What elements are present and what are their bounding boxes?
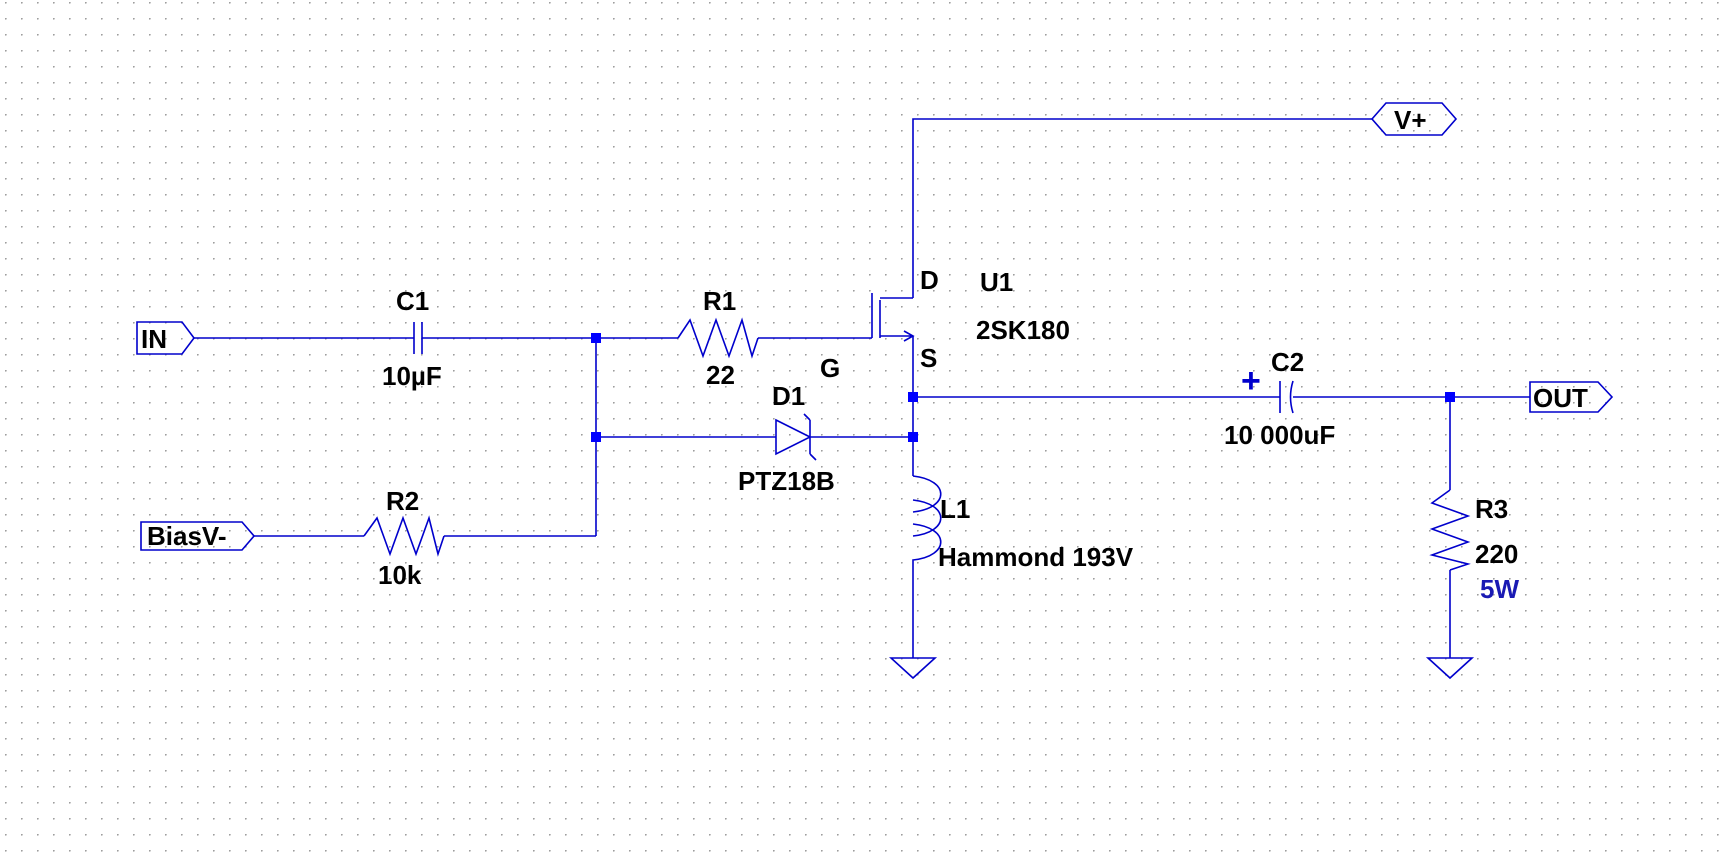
port-in[interactable]: IN bbox=[136, 321, 195, 355]
transistor-u1[interactable]: U1 2SK180 D G S bbox=[820, 265, 1070, 383]
resistor-r1-ref: R1 bbox=[703, 286, 736, 316]
capacitor-c2[interactable]: + C2 10 000uF bbox=[1224, 347, 1335, 450]
junction-node bbox=[908, 432, 918, 442]
port-bias[interactable]: BiasV- bbox=[140, 521, 256, 551]
transistor-u1-ref: U1 bbox=[980, 267, 1013, 297]
resistor-r2-symbol bbox=[363, 515, 445, 557]
inductor-l1-ref: L1 bbox=[940, 494, 970, 524]
junction-node bbox=[591, 333, 601, 343]
ground-icon bbox=[888, 657, 938, 680]
inductor-l1-symbol bbox=[912, 475, 942, 572]
port-in-label: IN bbox=[141, 324, 167, 354]
capacitor-c1-symbol bbox=[413, 322, 423, 354]
port-bias-label: BiasV- bbox=[147, 521, 227, 551]
resistor-r3[interactable]: R3 220 5W bbox=[1429, 489, 1519, 604]
capacitor-c2-symbol bbox=[1279, 380, 1294, 414]
capacitor-c1-value: 10µF bbox=[382, 361, 442, 391]
resistor-r3-ref: R3 bbox=[1475, 494, 1508, 524]
resistor-r1-symbol bbox=[677, 317, 759, 359]
resistor-r2[interactable]: R2 10k bbox=[363, 486, 445, 590]
inductor-l1[interactable]: L1 Hammond 193V bbox=[912, 475, 1134, 572]
capacitor-c1[interactable]: C1 10µF bbox=[382, 286, 442, 391]
resistor-r1-value: 22 bbox=[706, 360, 735, 390]
ground-l1[interactable] bbox=[888, 657, 938, 680]
wires bbox=[194, 118, 1530, 658]
inductor-l1-value: Hammond 193V bbox=[938, 542, 1134, 572]
transistor-u1-pin-g: G bbox=[820, 353, 840, 383]
zener-diode-d1-symbol bbox=[775, 413, 817, 461]
zener-diode-d1-ref: D1 bbox=[772, 381, 805, 411]
port-out[interactable]: OUT bbox=[1529, 381, 1614, 413]
junction-node bbox=[908, 392, 918, 402]
port-in-symbol bbox=[136, 321, 195, 355]
capacitor-c2-ref: C2 bbox=[1271, 347, 1304, 377]
junctions bbox=[591, 333, 1455, 442]
transistor-u1-symbol bbox=[871, 293, 915, 342]
wire-drain-to-vplus[interactable] bbox=[912, 118, 1372, 298]
transistor-u1-value: 2SK180 bbox=[976, 315, 1070, 345]
ground-r3[interactable] bbox=[1425, 657, 1475, 680]
port-out-label: OUT bbox=[1533, 383, 1588, 413]
transistor-u1-pin-s: S bbox=[920, 343, 937, 373]
resistor-r1[interactable]: R1 22 bbox=[677, 286, 759, 390]
port-vplus[interactable]: V+ bbox=[1370, 102, 1458, 136]
capacitor-c2-polarity: + bbox=[1241, 362, 1261, 400]
capacitor-c2-value: 10 000uF bbox=[1224, 420, 1335, 450]
resistor-r2-value: 10k bbox=[378, 560, 422, 590]
resistor-r3-power: 5W bbox=[1480, 574, 1519, 604]
port-vplus-label: V+ bbox=[1394, 105, 1427, 135]
port-vplus-symbol bbox=[1370, 102, 1458, 136]
zener-diode-d1[interactable]: D1 PTZ18B bbox=[738, 381, 835, 496]
transistor-u1-pin-d: D bbox=[920, 265, 939, 295]
resistor-r3-value: 220 bbox=[1475, 539, 1518, 569]
port-out-symbol bbox=[1529, 381, 1614, 413]
junction-node bbox=[1445, 392, 1455, 402]
capacitor-c1-ref: C1 bbox=[396, 286, 429, 316]
junction-node bbox=[591, 432, 601, 442]
zener-diode-d1-value: PTZ18B bbox=[738, 466, 835, 496]
ground-icon bbox=[1425, 657, 1475, 680]
resistor-r2-ref: R2 bbox=[386, 486, 419, 516]
port-bias-symbol bbox=[140, 521, 256, 551]
resistor-r3-symbol bbox=[1429, 489, 1471, 571]
